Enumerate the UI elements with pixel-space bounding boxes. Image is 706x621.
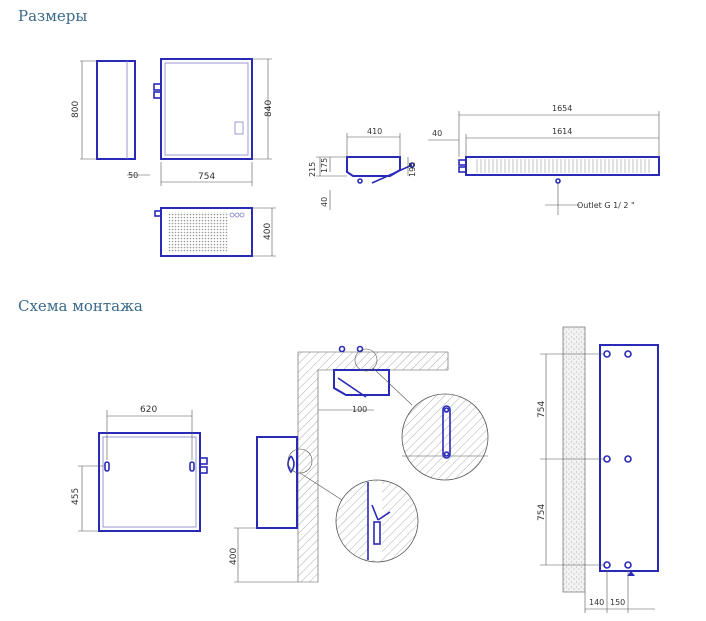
dim-410: 410 (367, 127, 382, 136)
detail-ceiling-bracket (401, 393, 489, 481)
top-view: 400 (154, 207, 276, 257)
dim-754-bottom: 754 (537, 504, 547, 521)
dim-40-left: 40 (320, 197, 329, 207)
side-view: 800 50 (71, 60, 150, 180)
dim-1614: 1614 (552, 127, 572, 136)
dim-800: 800 (71, 101, 81, 118)
dim-1654: 1654 (552, 104, 572, 113)
dim-754-top: 754 (537, 401, 547, 418)
dim-455: 455 (71, 488, 81, 505)
long-unit-front-view: 1654 1614 40 Outlet G 1/ 2 " (428, 104, 660, 215)
dim-400-mount: 400 (229, 548, 239, 565)
dim-150: 150 (610, 598, 625, 607)
mounting-heading: Схема монтажа (18, 297, 143, 315)
detail-wall-bracket (335, 479, 419, 563)
dim-620: 620 (140, 405, 157, 415)
dim-840: 840 (264, 100, 274, 117)
dim-215: 215 (308, 162, 317, 177)
wall-ceiling-section: 100 400 (229, 345, 449, 583)
dimensions-heading: Размеры (18, 7, 88, 25)
dim-40-right: 40 (432, 129, 442, 138)
outlet-label: Outlet G 1/ 2 " (577, 201, 635, 210)
ceiling-unit-side-view: 410 215 175 195 40 (308, 127, 417, 210)
dim-100: 100 (352, 405, 367, 414)
front-view: 840 754 (153, 58, 274, 186)
dim-195: 195 (408, 162, 417, 177)
dim-175: 175 (320, 158, 329, 173)
dim-754: 754 (198, 172, 215, 182)
dim-140: 140 (589, 598, 604, 607)
mounting-front-view: 620 455 (71, 405, 208, 532)
dim-50: 50 (128, 171, 138, 180)
dim-400: 400 (263, 223, 273, 240)
mounting-side-section: 754 754 140 150 (537, 326, 659, 613)
